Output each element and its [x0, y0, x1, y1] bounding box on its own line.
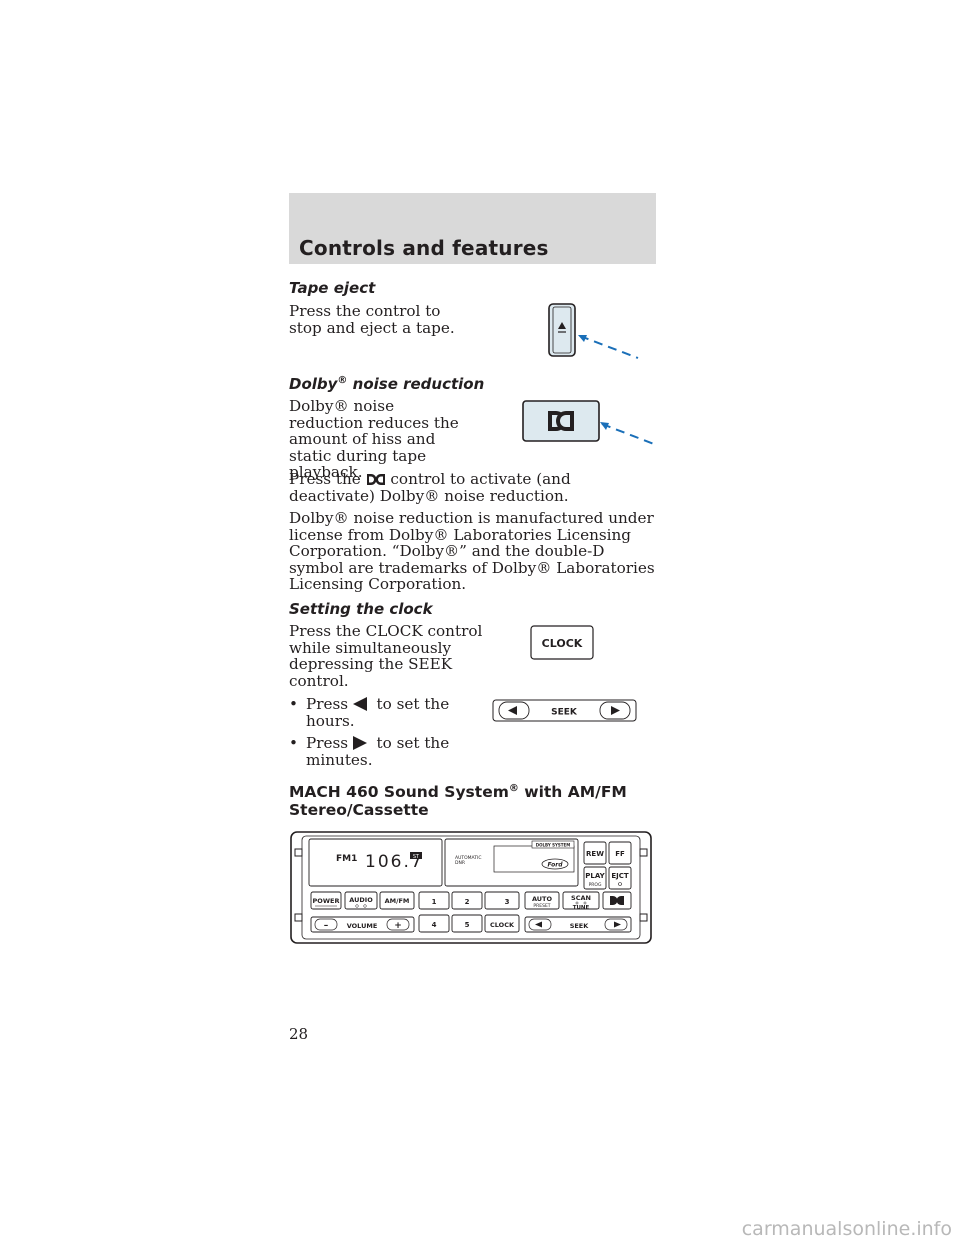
- preset-1-button: [418, 891, 450, 910]
- radio-display: [308, 838, 443, 887]
- svg-text:Ford: Ford: [547, 862, 563, 869]
- svg-text:AUTOMATIC: AUTOMATIC: [455, 855, 482, 861]
- mach-heading: MACH 460 Sound System® with AM/FM Stereo…: [289, 783, 627, 820]
- double-d-icon: [548, 411, 574, 431]
- header-band: [289, 193, 656, 264]
- svg-text:DNR: DNR: [455, 860, 465, 866]
- preset-4-button: [418, 914, 450, 933]
- scan-tune-button: [562, 891, 600, 910]
- seek-control-illustration: SEEK: [492, 699, 637, 722]
- clock-button-illustration: CLOCK: [530, 625, 594, 660]
- ff-button: [608, 841, 632, 865]
- preset-3-button: [484, 891, 520, 910]
- svg-text:VOLUME: VOLUME: [347, 922, 378, 930]
- svg-text:2: 2: [465, 898, 470, 906]
- mount-square: [639, 913, 648, 922]
- eject-button-illustration: [548, 303, 639, 359]
- tape-eject-heading: Tape eject: [289, 279, 376, 297]
- frequency-readout: 106.7: [365, 852, 424, 872]
- svg-text:POWER: POWER: [313, 897, 340, 905]
- eject-icon: [558, 322, 566, 329]
- svg-text:TUNE: TUNE: [573, 905, 590, 911]
- band-label: FM1: [336, 854, 357, 864]
- seek-left-icon: [352, 697, 367, 711]
- dolby-button-illustration: [522, 400, 655, 445]
- seek-left-icon: [535, 921, 542, 928]
- svg-text:EJCT: EJCT: [611, 872, 629, 880]
- svg-text:SEEK: SEEK: [570, 922, 590, 930]
- power-button: [310, 891, 342, 910]
- eject-button: [608, 866, 632, 890]
- clock-button-label: CLOCK: [542, 637, 583, 650]
- preset-5-button: [451, 914, 483, 933]
- svg-text:SCAN: SCAN: [571, 894, 591, 902]
- svg-text:PROG: PROG: [589, 882, 602, 888]
- dolby-para2: Press the control to activate (and deact…: [289, 470, 571, 505]
- dolby-para1: Dolby® noise reduction reduces the amoun…: [289, 397, 459, 482]
- svg-text:DOLBY SYSTEM: DOLBY SYSTEM: [536, 843, 571, 848]
- cassette-door: [444, 838, 579, 887]
- svg-text:PLAY: PLAY: [585, 872, 605, 880]
- ford-logo: [541, 858, 569, 870]
- svg-text:1: 1: [432, 898, 437, 906]
- double-d-icon: [610, 896, 624, 905]
- svg-text:AUDIO: AUDIO: [349, 896, 373, 904]
- seek-right-icon: [611, 706, 620, 715]
- svg-text:FF: FF: [615, 850, 625, 858]
- stereo-indicator: [410, 852, 422, 859]
- amfm-button: [379, 891, 415, 910]
- svg-text:ST: ST: [413, 854, 420, 860]
- svg-text:+: +: [394, 921, 402, 931]
- svg-text:–: –: [324, 921, 329, 931]
- preset-2-button: [451, 891, 483, 910]
- play-button: [583, 866, 607, 890]
- radio-faceplate-illustration: FM1 106.7 ST DOLBY SYSTEM AUTOMATIC DNR …: [290, 831, 652, 944]
- mount-square: [294, 848, 303, 857]
- clock-text: Press the CLOCK control while simultaneo…: [289, 622, 483, 690]
- svg-text:AUTO: AUTO: [532, 895, 553, 903]
- dolby-para3: Dolby® noise reduction is manufactured u…: [289, 509, 655, 594]
- svg-text:5: 5: [465, 921, 470, 929]
- seek-right-icon: [614, 921, 621, 928]
- clock-heading: Setting the clock: [289, 600, 433, 618]
- watermark: carmanualsonline.info: [741, 1218, 952, 1240]
- clock-button: [484, 914, 520, 933]
- section-title: Controls and features: [299, 236, 549, 260]
- dolby-heading: Dolby® noise reduction: [289, 375, 485, 393]
- mount-square: [639, 848, 648, 857]
- auto-preset-button: [524, 891, 560, 910]
- svg-text:REW: REW: [586, 850, 604, 858]
- seek-left-icon: [508, 706, 517, 715]
- audio-button: [344, 891, 378, 910]
- seek-right-icon: [352, 736, 367, 750]
- seek-label: SEEK: [551, 708, 578, 718]
- page-number: 28: [289, 1025, 309, 1043]
- svg-text:AM/FM: AM/FM: [385, 897, 410, 905]
- mount-square: [294, 913, 303, 922]
- svg-text:PRESET: PRESET: [533, 903, 550, 909]
- seek-rocker: [524, 916, 632, 933]
- svg-text:4: 4: [432, 921, 437, 929]
- tape-eject-text: Press the control to stop and eject a ta…: [289, 302, 455, 337]
- svg-text:3: 3: [505, 898, 510, 906]
- svg-text:CLOCK: CLOCK: [490, 921, 515, 929]
- rew-button: [583, 841, 607, 865]
- double-d-icon: [366, 474, 385, 485]
